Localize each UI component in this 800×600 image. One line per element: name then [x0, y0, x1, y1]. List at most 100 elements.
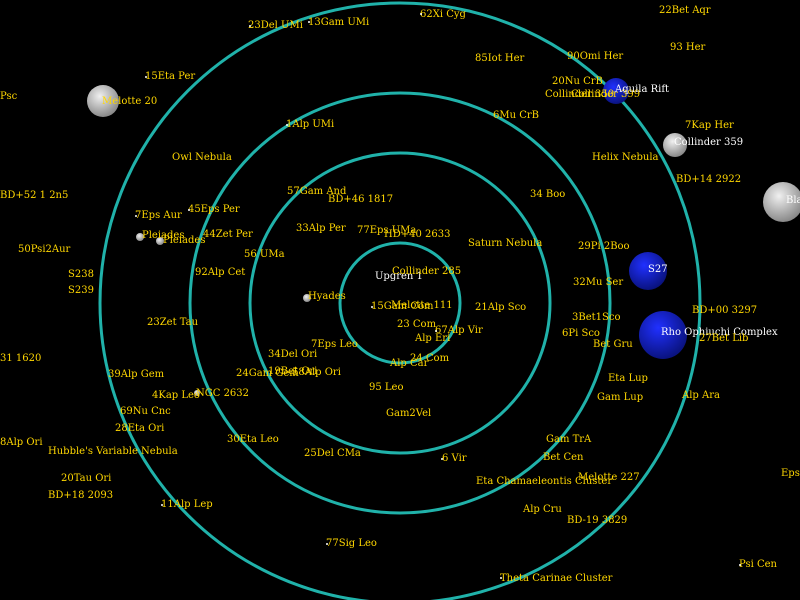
star-label[interactable]: 7Kap Her — [685, 120, 734, 131]
star-label[interactable]: Hyades — [308, 291, 346, 302]
star-label[interactable]: 57Gam And — [287, 186, 347, 197]
star-label[interactable]: Psi Cen — [739, 559, 778, 570]
star-label[interactable]: 23 Com — [397, 319, 437, 330]
star-label[interactable]: Collinder 285 — [392, 266, 461, 277]
pleiades-cluster-2[interactable] — [156, 237, 164, 245]
collinder-359-cluster[interactable] — [663, 133, 687, 157]
star-label[interactable]: 20Nu CrB — [552, 76, 603, 87]
star-label[interactable]: Alp Eri — [414, 333, 450, 344]
star-label[interactable]: 34 Boo — [530, 189, 565, 200]
star-label[interactable]: BD+18 2093 — [48, 490, 113, 501]
star-label[interactable]: BD+14 2922 — [676, 174, 741, 185]
star-label[interactable]: S239 — [68, 285, 94, 296]
star-label[interactable]: 32Mu Ser — [573, 277, 623, 288]
star-label[interactable]: 33Alp Per — [296, 223, 346, 234]
star-label[interactable]: Aquila Rift — [614, 84, 669, 95]
star-label[interactable]: Gam TrA — [546, 434, 592, 445]
s27-nebula[interactable] — [629, 252, 667, 290]
star-label[interactable]: Melotte 20 — [102, 96, 157, 107]
star-label[interactable]: Rho Ophiuchi Complex — [661, 327, 778, 338]
star-label[interactable]: HD+40 2633 — [384, 229, 450, 240]
star-label[interactable]: Helix Nebula — [592, 152, 659, 163]
hyades-cluster[interactable] — [303, 294, 311, 302]
star-label[interactable]: BD-19 3829 — [567, 515, 627, 526]
aquila-rift-nebula[interactable] — [603, 78, 629, 104]
star-label[interactable]: 15Eta Per — [145, 71, 195, 82]
star-label[interactable]: 30Eta Leo — [227, 434, 279, 445]
star-label[interactable]: Gam2Vel — [386, 408, 431, 419]
star-label[interactable]: Alp Cru — [522, 504, 562, 515]
star-label[interactable]: Collinder 350 — [545, 89, 614, 100]
star-label[interactable]: 29Pi 2Boo — [578, 241, 630, 252]
star-label[interactable]: 6 Vir — [442, 453, 467, 464]
star-label[interactable]: 28Eta Ori — [115, 423, 164, 434]
star-label[interactable]: 67Alp Vir — [435, 325, 483, 336]
star-label[interactable]: 34Del Ori — [268, 349, 317, 360]
star-label[interactable]: 20Tau Ori — [61, 473, 111, 484]
star-label[interactable]: Hubble's Variable Nebula — [48, 446, 178, 457]
star-label[interactable]: 24Gam Gem — [236, 368, 299, 379]
star-label[interactable]: 13Gam UMi — [308, 17, 369, 28]
star-label[interactable]: 44Zet Per — [203, 229, 253, 240]
star-label[interactable]: BD+00 3297 — [692, 305, 757, 316]
star-label[interactable]: Alp Car — [389, 358, 429, 369]
star-label[interactable]: 8Alp Ori — [0, 437, 43, 448]
star-label[interactable]: Gam Lup — [597, 392, 643, 403]
star-label[interactable]: 11Alp Lep — [161, 499, 213, 510]
star-dot[interactable] — [135, 215, 137, 217]
star-label[interactable]: Bet Cen — [543, 452, 584, 463]
star-label[interactable]: 1Alp UMi — [286, 119, 334, 130]
star-label[interactable]: NGC 2632 — [196, 388, 249, 399]
star-dot[interactable] — [435, 330, 437, 332]
star-label[interactable]: BD+46 1817 — [328, 194, 393, 205]
star-dot[interactable] — [420, 13, 422, 15]
rho-ophiuchi-nebula[interactable] — [639, 311, 687, 359]
star-label[interactable]: 93 Her — [670, 42, 706, 53]
star-dot[interactable] — [500, 577, 502, 579]
star-label[interactable]: 31 1620 — [0, 353, 41, 364]
star-label[interactable]: 56 UMa — [244, 249, 285, 260]
star-label[interactable]: BD+52 1 2n5 — [0, 190, 68, 201]
melotte-20-cluster[interactable] — [87, 85, 119, 117]
star-label[interactable]: S27 — [648, 264, 668, 275]
star-label[interactable]: 90Omi Her — [567, 51, 623, 62]
star-label[interactable]: 15Gam Com — [371, 301, 434, 312]
star-label[interactable]: Alp Ara — [681, 390, 720, 401]
star-label[interactable]: 85Iot Her — [475, 53, 525, 64]
star-dot[interactable] — [441, 458, 443, 460]
star-label[interactable]: 39Alp Gem — [108, 369, 165, 380]
star-label[interactable]: 6Pi Sco — [562, 328, 600, 339]
star-label[interactable]: Melotte 111 — [391, 300, 453, 311]
star-label[interactable]: Bla — [786, 195, 800, 206]
star-label[interactable]: 77Eps UMa — [357, 225, 416, 236]
star-dot[interactable] — [308, 21, 310, 23]
star-label[interactable]: Melotte 227 — [578, 472, 640, 483]
star-label[interactable]: 92Alp Cet — [195, 267, 245, 278]
star-label[interactable]: 25Del CMa — [304, 448, 361, 459]
star-label[interactable]: 7Eps Leo — [311, 339, 358, 350]
star-label[interactable]: Theta Carinae Cluster — [500, 573, 613, 584]
star-dot[interactable] — [326, 543, 328, 545]
star-dot[interactable] — [371, 306, 373, 308]
star-dot[interactable] — [188, 209, 190, 211]
star-label[interactable]: Pleiades — [142, 230, 184, 241]
star-dot[interactable] — [249, 25, 251, 27]
edge-cluster[interactable] — [763, 182, 800, 222]
star-label[interactable]: 45Eps Per — [188, 204, 240, 215]
star-dot[interactable] — [286, 124, 288, 126]
star-label[interactable]: 22Bet Aqr — [659, 5, 711, 16]
star-label[interactable]: Saturn Nebula — [468, 238, 542, 249]
star-label[interactable]: 24 Com — [410, 353, 450, 364]
star-label[interactable]: Psc — [0, 91, 18, 102]
star-label[interactable]: 19Bet Ori — [268, 366, 317, 377]
star-label[interactable]: 27Bet Lib — [699, 333, 748, 344]
star-label[interactable]: 7Eps Aur — [135, 210, 182, 221]
star-dot[interactable] — [145, 76, 147, 78]
star-label[interactable]: Pleiades — [163, 235, 205, 246]
star-dot[interactable] — [739, 564, 741, 566]
star-label[interactable]: 58Alp Ori — [292, 367, 341, 378]
star-label[interactable]: 6Mu CrB — [493, 110, 539, 121]
star-label[interactable]: 77Sig Leo — [326, 538, 377, 549]
